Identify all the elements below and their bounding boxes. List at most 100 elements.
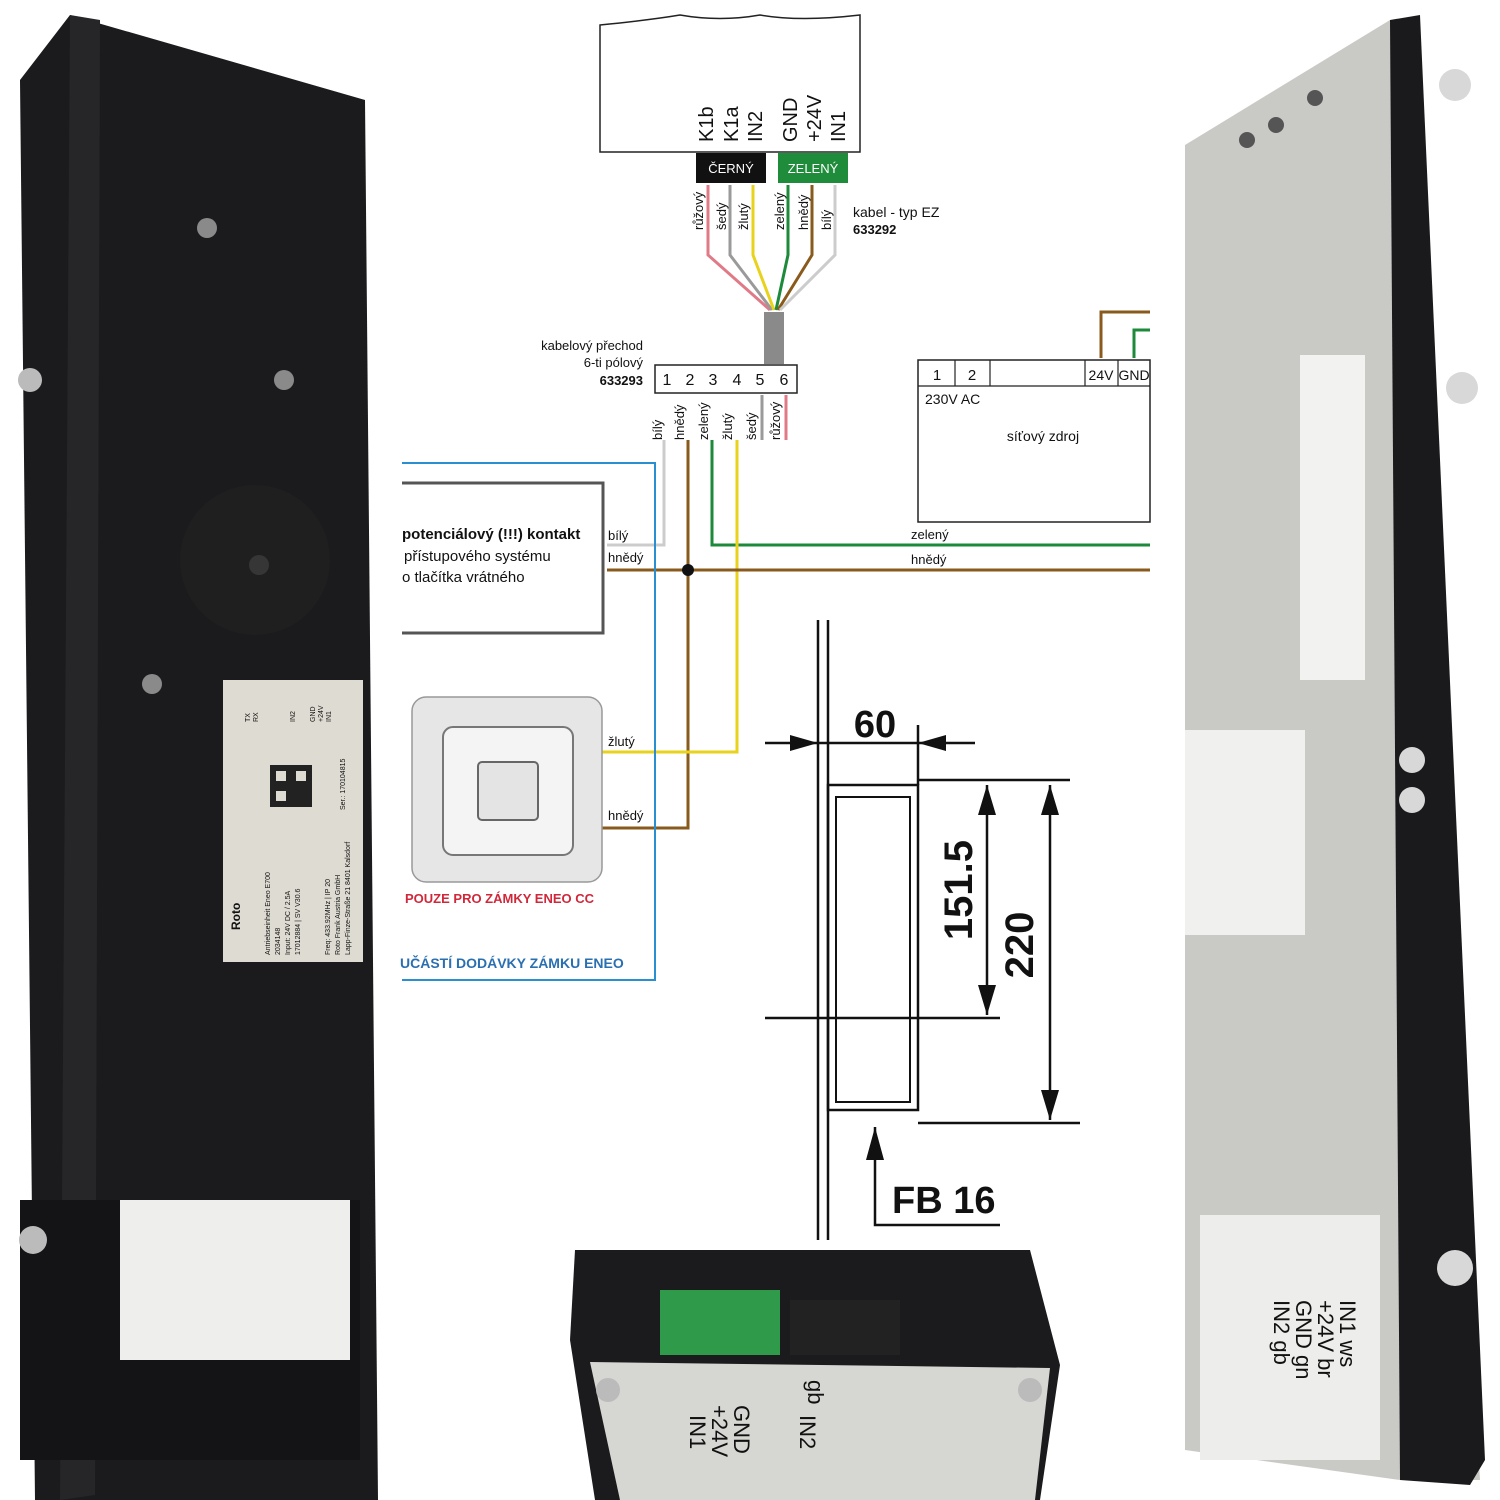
- transition-poles: 6-ti pólový: [584, 355, 644, 370]
- dimension-drawing: [765, 620, 1080, 1240]
- connector-label-plate: [1200, 1215, 1380, 1460]
- screw-icon: [1437, 1250, 1473, 1286]
- transition-name: kabelový přechod: [541, 338, 643, 353]
- label-line: Lapp-Finze-Straße 21 8401 Kalsdorf: [345, 842, 352, 955]
- label-pin: RX: [253, 712, 260, 722]
- label-pin: IN2: [290, 711, 297, 722]
- screw-icon: [142, 674, 162, 694]
- label-line: Input: 24V DC / 2.5A: [285, 890, 292, 955]
- plate-line: IN2: [795, 1415, 820, 1449]
- screw-icon: [1018, 1378, 1042, 1402]
- junction-dot: [682, 564, 694, 576]
- wire-label: růžový: [768, 401, 783, 440]
- transition-pin: 3: [709, 372, 718, 389]
- controller-terminals: K1b K1a IN2 GND +24V IN1: [696, 94, 850, 142]
- wire-label: hnědý: [608, 808, 644, 823]
- transition-pin: 1: [663, 372, 672, 389]
- plate-line: IN2 gb: [1269, 1300, 1294, 1365]
- right-plate-text: IN1 ws +24V br GND gn IN2 gb: [1269, 1300, 1360, 1379]
- dimension-arrows: [790, 735, 1059, 1160]
- green-connector-label: ZELENÝ: [788, 161, 839, 176]
- terminal-label: K1b: [696, 106, 718, 142]
- cable-transition: kabelový přechod 6-ti pólový 633293 1 2 …: [541, 338, 798, 440]
- plate-line: +24V: [707, 1405, 732, 1457]
- label-line: Roto Frank Austria GmbH: [335, 875, 342, 955]
- supply-pin: GND: [1118, 367, 1149, 383]
- blank-sticker: [120, 1200, 350, 1360]
- transition-pin: 5: [756, 372, 765, 389]
- screw-icon: [596, 1378, 620, 1402]
- dimension-reference: FB 16: [892, 1180, 995, 1222]
- wire-label: hnědý: [608, 550, 644, 565]
- dimension-width: 60: [854, 704, 896, 746]
- wire-label: hnědý: [796, 194, 811, 230]
- contact-line: o tlačítka vrátného: [402, 569, 525, 586]
- reader-note: POUZE PRO ZÁMKY ENEO CC: [405, 891, 595, 906]
- wire-label: žlutý: [736, 203, 751, 230]
- wire-label: žlutý: [720, 413, 735, 440]
- supply-name: síťový zdroj: [1007, 428, 1079, 444]
- transition-pin: 2: [686, 372, 695, 389]
- wire-label: zelený: [911, 527, 949, 542]
- supply-pin: 1: [933, 367, 941, 384]
- bottom-connector-photo: IN1 +24V GND IN2 gb: [570, 1250, 1060, 1500]
- label-pin: TX: [245, 713, 252, 722]
- dimension-inner: 151.5: [937, 840, 981, 940]
- supply-pin: 24V: [1089, 367, 1115, 383]
- plate-line: +24V br: [1313, 1300, 1338, 1378]
- pin-icon: [1399, 747, 1425, 773]
- screw-icon: [197, 218, 217, 238]
- access-contact-box: potenciálový (!!!) kontakt přístupového …: [402, 481, 644, 635]
- plate-line: IN1: [685, 1415, 710, 1449]
- wire-label: bílý: [819, 209, 834, 230]
- label-line: Freq: 433.92MHz | IP 20: [325, 879, 332, 955]
- scope-note: UČÁSTÍ DODÁVKY ZÁMKU ENEO: [400, 954, 624, 971]
- controller-box: K1b K1a IN2 GND +24V IN1 ČERNÝ ZELENÝ: [599, 14, 861, 183]
- transition-pin: 6: [780, 372, 789, 389]
- wire-label: šedý: [714, 202, 729, 230]
- black-connector-label: ČERNÝ: [708, 161, 754, 176]
- supply-pin: 2: [968, 367, 976, 384]
- label-line: Antriebseinheit Eneo E700: [265, 872, 272, 955]
- black-pin-header: [790, 1300, 900, 1355]
- label-text-lines: Antriebseinheit Eneo E700 2034148 Input:…: [245, 705, 352, 955]
- cable-code-label: 633292: [853, 222, 896, 237]
- black-connector: [696, 153, 766, 183]
- power-supply: 1 2 24V GND 230V AC síťový zdroj: [917, 310, 1151, 523]
- label-line: 17012884 | SV V30.6: [295, 888, 302, 955]
- supply-voltage: 230V AC: [925, 391, 980, 407]
- label-line: Ser.: 170104815: [340, 759, 347, 810]
- label-pin: GND: [310, 706, 317, 722]
- wiring-runs: [402, 440, 1150, 981]
- wire-label: bílý: [650, 419, 665, 440]
- screw-icon: [19, 1226, 47, 1254]
- green-connector: [778, 153, 848, 183]
- wire-label: zelený: [772, 192, 787, 230]
- cable-type-label: kabel - typ EZ: [853, 204, 940, 220]
- eneo-cc-reader: žlutý hnědý POUZE PRO ZÁMKY ENEO CC: [405, 696, 644, 906]
- contact-title: potenciálový (!!!) kontakt: [402, 526, 580, 543]
- green-terminal-block: [660, 1290, 780, 1355]
- wire-label: zelený: [696, 402, 711, 440]
- plate-line: GND: [729, 1405, 754, 1454]
- transition-code: 633293: [600, 373, 643, 388]
- wire-label: hnědý: [672, 404, 687, 440]
- bottom-plate-text: IN1 +24V GND IN2 gb: [685, 1380, 828, 1457]
- wire-label: růžový: [691, 191, 706, 230]
- top-wire-labels: růžový šedý žlutý zelený hnědý bílý: [691, 191, 834, 230]
- plate-line: IN1 ws: [1335, 1300, 1360, 1367]
- bottom-label-plate: [590, 1362, 1050, 1500]
- wire-label: žlutý: [608, 734, 635, 749]
- terminal-label: K1a: [721, 106, 743, 142]
- blank-sticker: [1185, 730, 1305, 935]
- wire-label: bílý: [608, 528, 629, 543]
- screw-icon: [1446, 372, 1478, 404]
- terminal-label: GND: [780, 98, 802, 142]
- terminal-label: IN1: [828, 111, 850, 142]
- transition-pin: 4: [733, 372, 742, 389]
- screw-icon: [274, 370, 294, 390]
- screw-icon: [18, 368, 42, 392]
- plate-line: GND gn: [1291, 1300, 1316, 1379]
- right-drive-unit-photo: IN1 ws +24V br GND gn IN2 gb: [1185, 15, 1485, 1485]
